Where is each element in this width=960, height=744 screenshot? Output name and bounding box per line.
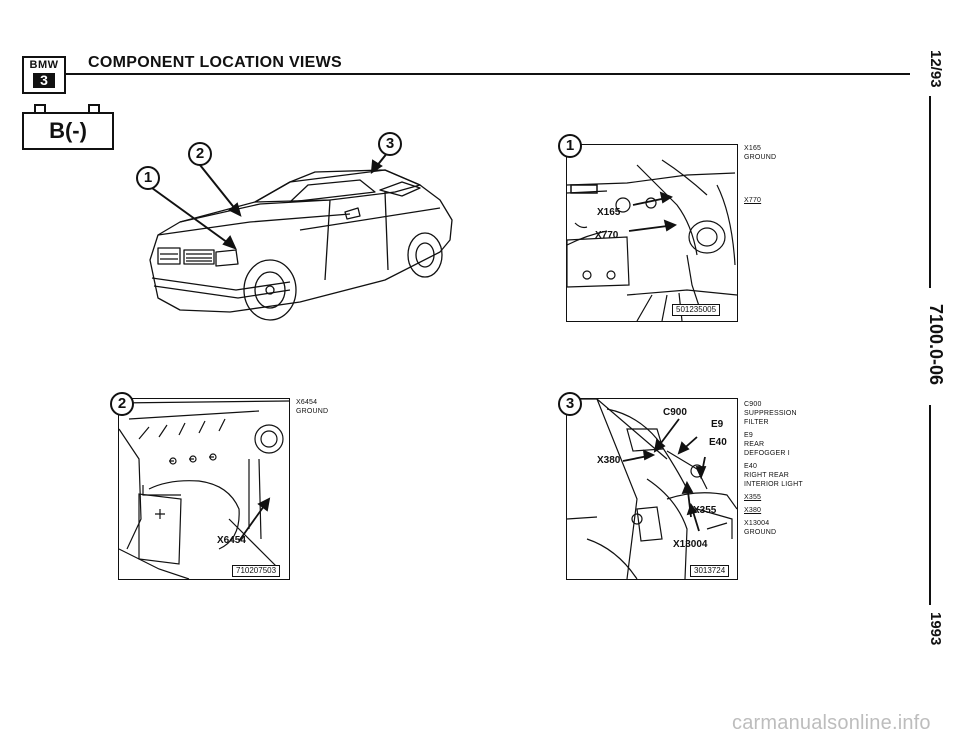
- logo-text: BMW: [29, 59, 59, 71]
- margin-doc-number: 7100.0-06: [926, 304, 946, 386]
- view-3-label-e40: E40: [709, 437, 727, 448]
- overview-callout-2: 2: [188, 142, 212, 166]
- car-overview-illustration: [140, 130, 470, 330]
- view-3-label-e9: E9: [711, 419, 724, 430]
- view-3-label-c900: C900: [663, 407, 687, 418]
- legend-item: E40 RIGHT REAR INTERIOR LIGHT: [744, 462, 854, 489]
- legend-code: E9: [744, 432, 753, 439]
- view-3-ref-number: 3013724: [690, 565, 730, 577]
- view-3-label-x355: X355: [693, 505, 717, 516]
- legend-code: X13004: [744, 520, 770, 527]
- legend-desc: REAR DEFOGGER I: [744, 441, 790, 457]
- legend-code: X6454: [296, 399, 318, 406]
- legend-item: X165 GROUND: [744, 144, 834, 162]
- view-3-callout: 3: [558, 392, 582, 416]
- bmw-logo: BMW 3: [22, 56, 66, 94]
- legend-code: X355: [744, 494, 762, 501]
- view-2-legend: X6454 GROUND: [296, 398, 386, 420]
- page-title: COMPONENT LOCATION VIEWS: [88, 54, 343, 71]
- view-2-label-x6454: X6454: [217, 535, 246, 546]
- margin-line-top: [929, 96, 931, 288]
- view-1-label-x165: X165: [597, 207, 621, 218]
- battery-terminal-left: [34, 104, 46, 113]
- legend-code: X770: [744, 197, 762, 204]
- legend-item: X355: [744, 493, 854, 502]
- legend-code: E40: [744, 463, 758, 470]
- watermark: carmanualsonline.info: [732, 712, 931, 734]
- view-1-callout: 1: [558, 134, 582, 158]
- margin-line-bottom: [929, 405, 931, 605]
- legend-item: X13004 GROUND: [744, 519, 854, 537]
- view-2-illustration: X6454: [118, 398, 290, 580]
- title-rule: [66, 73, 910, 75]
- view-1-ref-number: 501235005: [672, 304, 721, 316]
- view-3-legend: C900 SUPPRESSION FILTER E9 REAR DEFOGGER…: [744, 400, 854, 541]
- legend-code: X165: [744, 145, 762, 152]
- view-2-ref-number: 710207503: [232, 565, 281, 577]
- legend-item: X770: [744, 196, 834, 205]
- view-3-illustration: C900 E9 E40 X380 X355 X13004: [566, 398, 738, 580]
- view-1-illustration: X165 X770: [566, 144, 738, 322]
- view-3-label-x13004: X13004: [673, 539, 708, 550]
- view-1-legend: X165 GROUND X770: [744, 144, 834, 209]
- legend-code: C900: [744, 401, 762, 408]
- margin-date: 12/93: [927, 50, 944, 88]
- view-1-label-x770: X770: [595, 230, 619, 241]
- legend-item: X6454 GROUND: [296, 398, 386, 416]
- legend-desc: SUPPRESSION FILTER: [744, 410, 797, 426]
- view-2-callout: 2: [110, 392, 134, 416]
- legend-item: X380: [744, 506, 854, 515]
- overview-callout-3: 3: [378, 132, 402, 156]
- logo-series: 3: [33, 73, 55, 88]
- margin-year: 1993: [927, 612, 944, 646]
- legend-item: C900 SUPPRESSION FILTER: [744, 400, 854, 427]
- legend-desc: GROUND: [744, 529, 777, 536]
- legend-desc: RIGHT REAR INTERIOR LIGHT: [744, 472, 803, 488]
- overview-callout-1: 1: [136, 166, 160, 190]
- battery-negative-badge: B(-): [22, 112, 114, 150]
- legend-code: X380: [744, 507, 762, 514]
- battery-terminal-right: [88, 104, 100, 113]
- legend-desc: GROUND: [296, 408, 329, 415]
- view-3-label-x380: X380: [597, 455, 621, 466]
- legend-item: E9 REAR DEFOGGER I: [744, 431, 854, 458]
- legend-desc: GROUND: [744, 154, 777, 161]
